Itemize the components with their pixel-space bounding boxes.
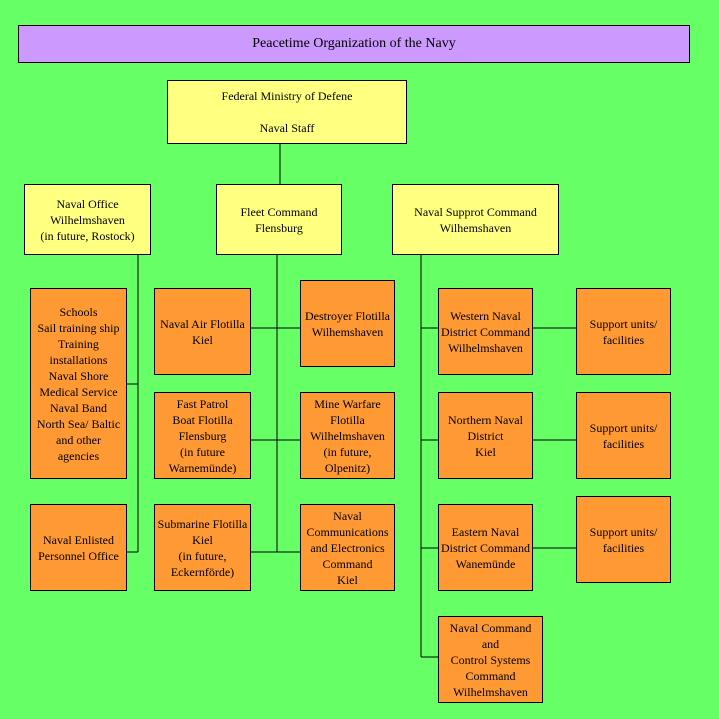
support-command-box: Naval Supprot Command Wilhemshaven: [392, 184, 559, 255]
enlisted-office-box: Naval Enlisted Personnel Office: [30, 504, 127, 591]
naval-office-box: Naval Office Wilhelmshaven (in future, R…: [24, 184, 151, 255]
diagram-title: Peacetime Organization of the Navy: [18, 25, 690, 63]
schools-box: Schools Sail training ship Training inst…: [30, 288, 127, 479]
c2-systems-command-box: Naval Command and Control Systems Comman…: [438, 616, 543, 703]
fleet-command-box: Fleet Command Flensburg: [216, 184, 342, 255]
communications-command-box: Naval Communications and Electronics Com…: [300, 504, 395, 591]
fast-patrol-flotilla-box: Fast Patrol Boat Flotilla Flensburg (in …: [154, 392, 251, 479]
support-units-box-3: Support units/ facilities: [576, 496, 671, 583]
support-units-box-2: Support units/ facilities: [576, 392, 671, 479]
support-units-box-1: Support units/ facilities: [576, 288, 671, 375]
destroyer-flotilla-box: Destroyer Flotilla Wilhemshaven: [300, 280, 395, 367]
naval-air-flotilla-box: Naval Air Flotilla Kiel: [154, 288, 251, 375]
eastern-district-box: Eastern Naval District Command Wanemünde: [438, 504, 533, 591]
western-district-box: Western Naval District Command Wilhelmsh…: [438, 288, 533, 375]
northern-district-box: Northern Naval District Kiel: [438, 392, 533, 479]
mine-warfare-flotilla-box: Mine Warfare Flotilla Wilhelmshaven (in …: [300, 392, 395, 479]
ministry-box: Federal Ministry of Defene Naval Staff: [167, 80, 407, 144]
submarine-flotilla-box: Submarine Flotilla Kiel (in future, Ecke…: [154, 504, 251, 591]
